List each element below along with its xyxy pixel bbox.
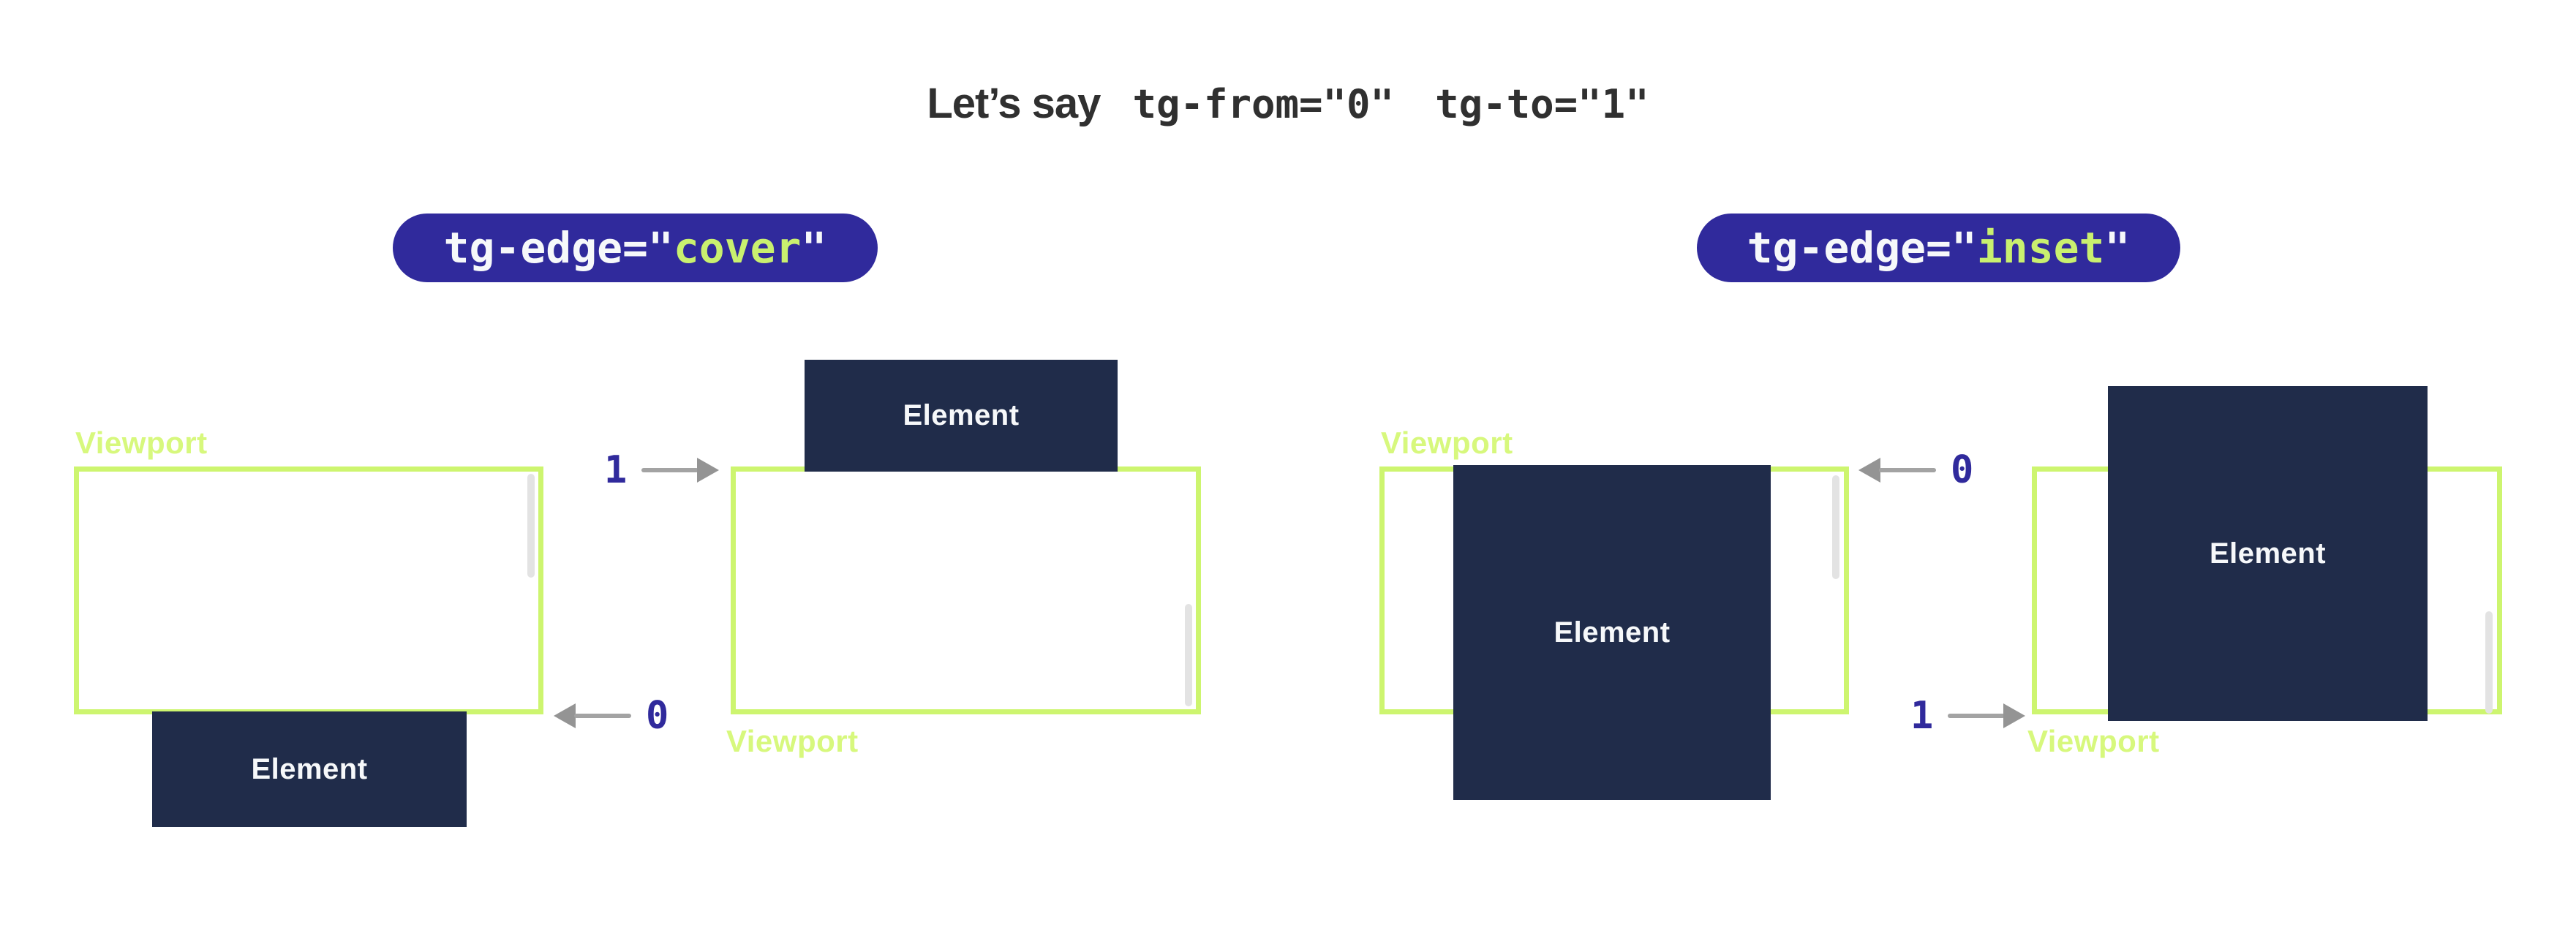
marker-value: 1 <box>604 448 628 492</box>
badge-inset-pre: tg-edge=" <box>1747 223 1977 273</box>
viewport-box-cover-0 <box>74 466 543 714</box>
title-prefix: Let’s say <box>927 80 1101 127</box>
marker-cover-0: 0 <box>554 695 669 736</box>
badge-inset-value: inset <box>1976 223 2105 273</box>
badge-tg-edge-inset: tg-edge="inset" <box>1697 214 2180 282</box>
badge-inset-post: " <box>2104 223 2131 273</box>
marker-inset-0: 0 <box>1858 450 1973 491</box>
badge-cover-pre: tg-edge=" <box>443 223 674 273</box>
arrow-right-icon <box>641 458 720 483</box>
scrollbar-thumb <box>1832 475 1839 579</box>
badge-tg-edge-cover: tg-edge="cover" <box>393 214 878 282</box>
element-box-cover-0: Element <box>152 711 467 827</box>
title-code-tg-from: tg-from="0" <box>1132 81 1395 127</box>
scrollbar-thumb <box>527 474 535 578</box>
element-label: Element <box>251 752 368 785</box>
element-box-inset-1: Element <box>2108 386 2428 721</box>
viewport-label: Viewport <box>726 724 859 758</box>
element-box-inset-0: Element <box>1453 465 1771 800</box>
viewport-label: Viewport <box>75 426 208 460</box>
element-box-cover-1: Element <box>805 360 1118 472</box>
element-label: Element <box>903 399 1020 431</box>
element-label: Element <box>1553 616 1671 649</box>
marker-cover-1: 1 <box>604 448 720 492</box>
viewport-label: Viewport <box>2027 724 2160 758</box>
arrow-left-icon <box>1858 458 1936 483</box>
badge-cover-value: cover <box>673 223 802 273</box>
scrollbar-thumb <box>2485 611 2493 714</box>
marker-inset-1: 1 <box>1910 694 2026 738</box>
viewport-box-cover-1 <box>731 466 1201 714</box>
element-label: Element <box>2209 537 2327 570</box>
badge-cover-post: " <box>801 223 827 273</box>
title-code-tg-to: tg-to="1" <box>1435 81 1649 127</box>
marker-value: 0 <box>1951 448 1974 492</box>
scrollbar-thumb <box>1185 604 1192 706</box>
marker-value: 0 <box>646 694 669 738</box>
viewport-label: Viewport <box>1381 426 1513 460</box>
arrow-left-icon <box>554 703 631 728</box>
marker-value: 1 <box>1910 694 1934 738</box>
arrow-right-icon <box>1948 703 2026 728</box>
page-title: Let’s say tg-from="0" tg-to="1" <box>0 79 2576 128</box>
